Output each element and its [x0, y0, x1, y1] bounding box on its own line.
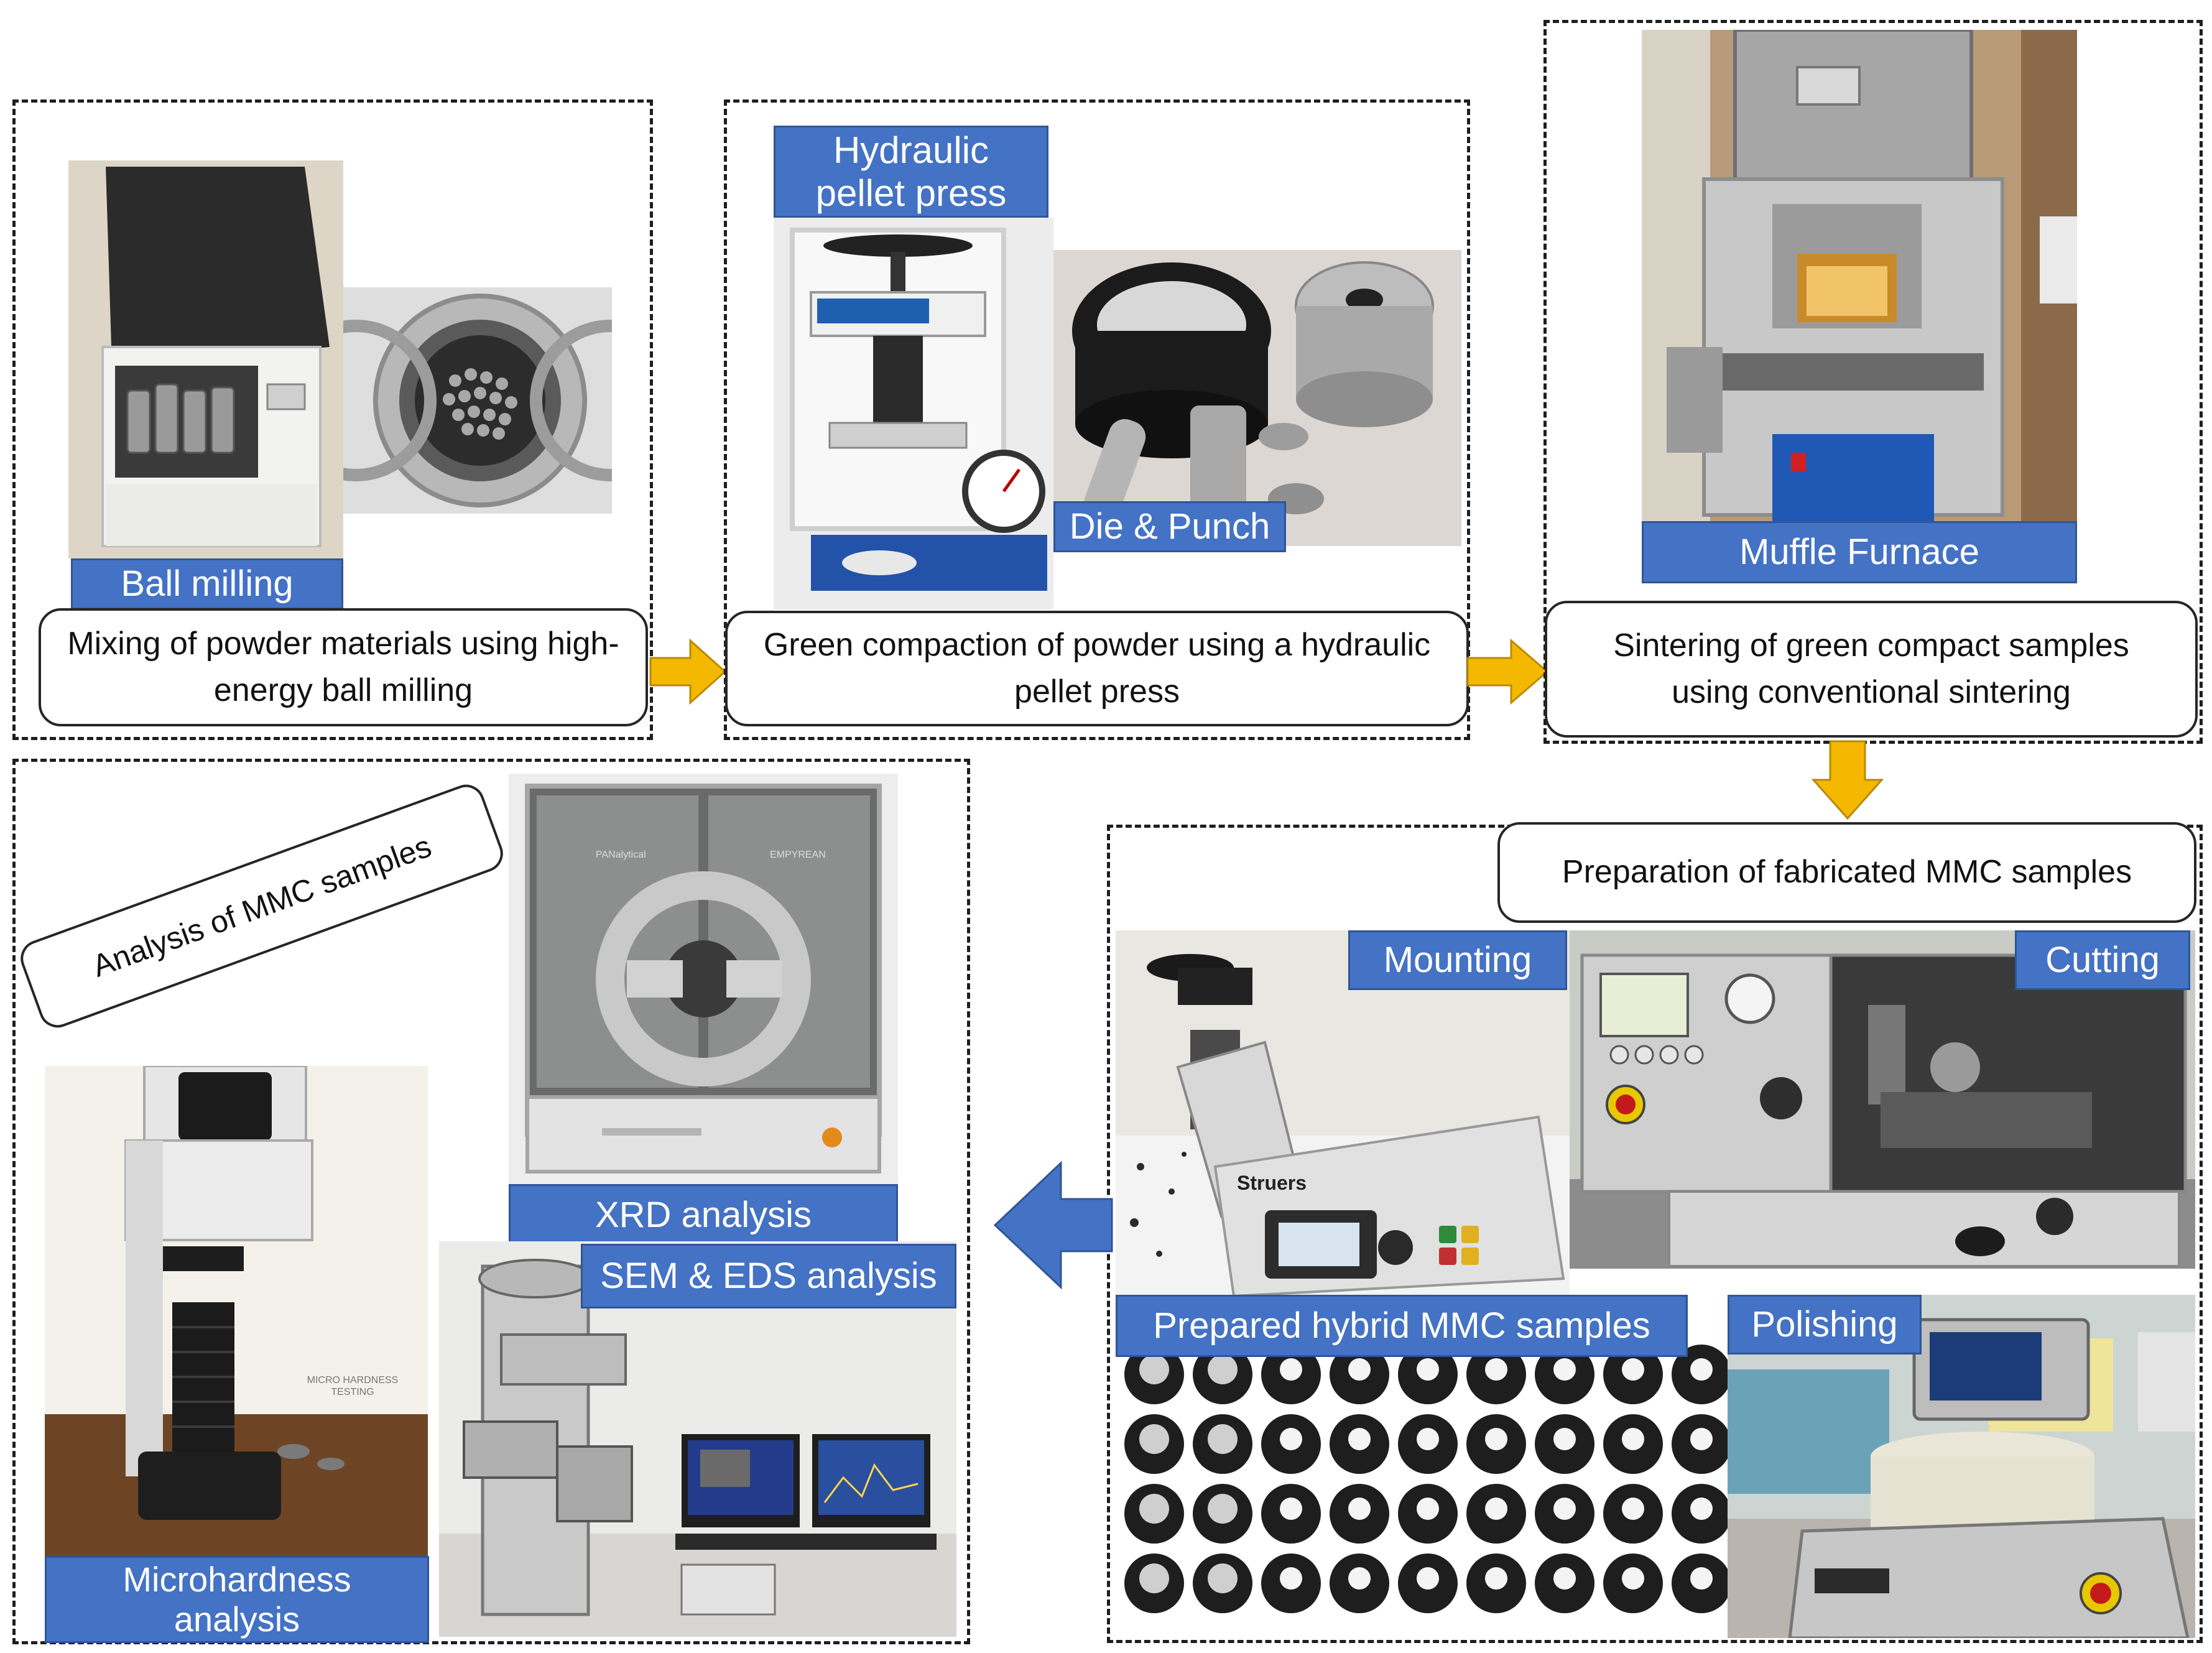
sample-face	[1348, 1498, 1371, 1520]
sample-face	[1690, 1358, 1713, 1381]
xrd-brand-left: PANalytical	[596, 850, 646, 860]
sample-face	[1553, 1567, 1576, 1590]
microhardness-sign: MICRO HARDNESS TESTING	[307, 1375, 399, 1398]
sample-pucks	[1124, 1345, 1731, 1613]
sample-face	[1139, 1354, 1169, 1384]
die-punch-photo	[1053, 250, 1461, 546]
sample-face	[1280, 1498, 1302, 1520]
sample-face	[1208, 1494, 1238, 1524]
arrow-step1-to-step2	[649, 638, 727, 705]
arrow-step3-to-step4	[1811, 740, 1884, 820]
step2-panel	[724, 100, 1470, 740]
sample-face	[1553, 1358, 1576, 1381]
ball-mill-photo	[68, 160, 343, 558]
step3-description: Sintering of green compact samples using…	[1545, 601, 2198, 738]
hydraulic-press-photo	[774, 218, 1053, 609]
sample-face	[1553, 1498, 1576, 1520]
sample-face	[1622, 1358, 1644, 1381]
sem-tag: SEM & EDS analysis	[581, 1244, 956, 1308]
sample-face	[1485, 1428, 1507, 1450]
step2-description: Green compaction of powder using a hydra…	[725, 611, 1469, 726]
cutting-tag: Cutting	[2015, 930, 2190, 990]
milling-jar-photo	[343, 287, 612, 514]
sample-face	[1485, 1498, 1507, 1520]
sample-face	[1208, 1354, 1238, 1384]
step5-panel	[12, 759, 970, 1644]
sample-face	[1348, 1358, 1371, 1381]
cutting-machine-photo	[1570, 930, 2195, 1269]
mounting-press-photo: Struers	[1116, 930, 1570, 1296]
sample-face	[1417, 1498, 1439, 1520]
xrd-brand-right: EMPYREAN	[770, 850, 826, 860]
prepared-samples-tag: Prepared hybrid MMC samples	[1116, 1295, 1688, 1357]
sample-face	[1139, 1563, 1169, 1593]
struers-brand: Struers	[1237, 1172, 1307, 1194]
sample-face	[1690, 1567, 1713, 1590]
sample-face	[1417, 1358, 1439, 1381]
mounting-tag: Mounting	[1348, 930, 1567, 990]
sample-face	[1485, 1358, 1507, 1381]
sample-face	[1690, 1428, 1713, 1450]
sample-face	[1417, 1567, 1439, 1590]
sample-face	[1417, 1428, 1439, 1450]
sample-face	[1348, 1428, 1371, 1450]
sample-face	[1280, 1567, 1302, 1590]
hydraulic-press-tag: Hydraulic pellet press	[774, 126, 1048, 218]
sample-face	[1622, 1498, 1644, 1520]
xrd-photo: PANalytical EMPYREAN	[509, 774, 898, 1184]
microhardness-tag: Microhardness analysis	[45, 1556, 429, 1643]
sample-face	[1139, 1424, 1169, 1454]
sample-face	[1208, 1424, 1238, 1454]
sample-face	[1139, 1494, 1169, 1524]
xrd-tag: XRD analysis	[509, 1184, 898, 1246]
muffle-furnace-tag: Muffle Furnace	[1642, 521, 2077, 583]
sample-face	[1622, 1567, 1644, 1590]
polishing-tag: Polishing	[1728, 1295, 1922, 1354]
sample-face	[1348, 1567, 1371, 1590]
step1-panel	[12, 100, 653, 740]
sample-face	[1690, 1498, 1713, 1520]
step4-title: Preparation of fabricated MMC samples	[1497, 822, 2196, 923]
muffle-furnace-photo	[1642, 30, 2077, 521]
arrow-step4-to-step5	[993, 1160, 1113, 1290]
sample-face	[1485, 1567, 1507, 1590]
sample-face	[1208, 1563, 1238, 1593]
sample-face	[1280, 1358, 1302, 1381]
sample-face	[1622, 1428, 1644, 1450]
step1-description: Mixing of powder materials using high-en…	[39, 608, 648, 726]
sample-face	[1280, 1428, 1302, 1450]
ball-milling-tag: Ball milling	[71, 558, 343, 609]
die-punch-tag: Die & Punch	[1053, 501, 1286, 552]
arrow-step2-to-step3	[1466, 638, 1549, 705]
sample-face	[1553, 1428, 1576, 1450]
microhardness-photo: MICRO HARDNESS TESTING	[45, 1066, 428, 1556]
step3-panel	[1543, 20, 2203, 744]
